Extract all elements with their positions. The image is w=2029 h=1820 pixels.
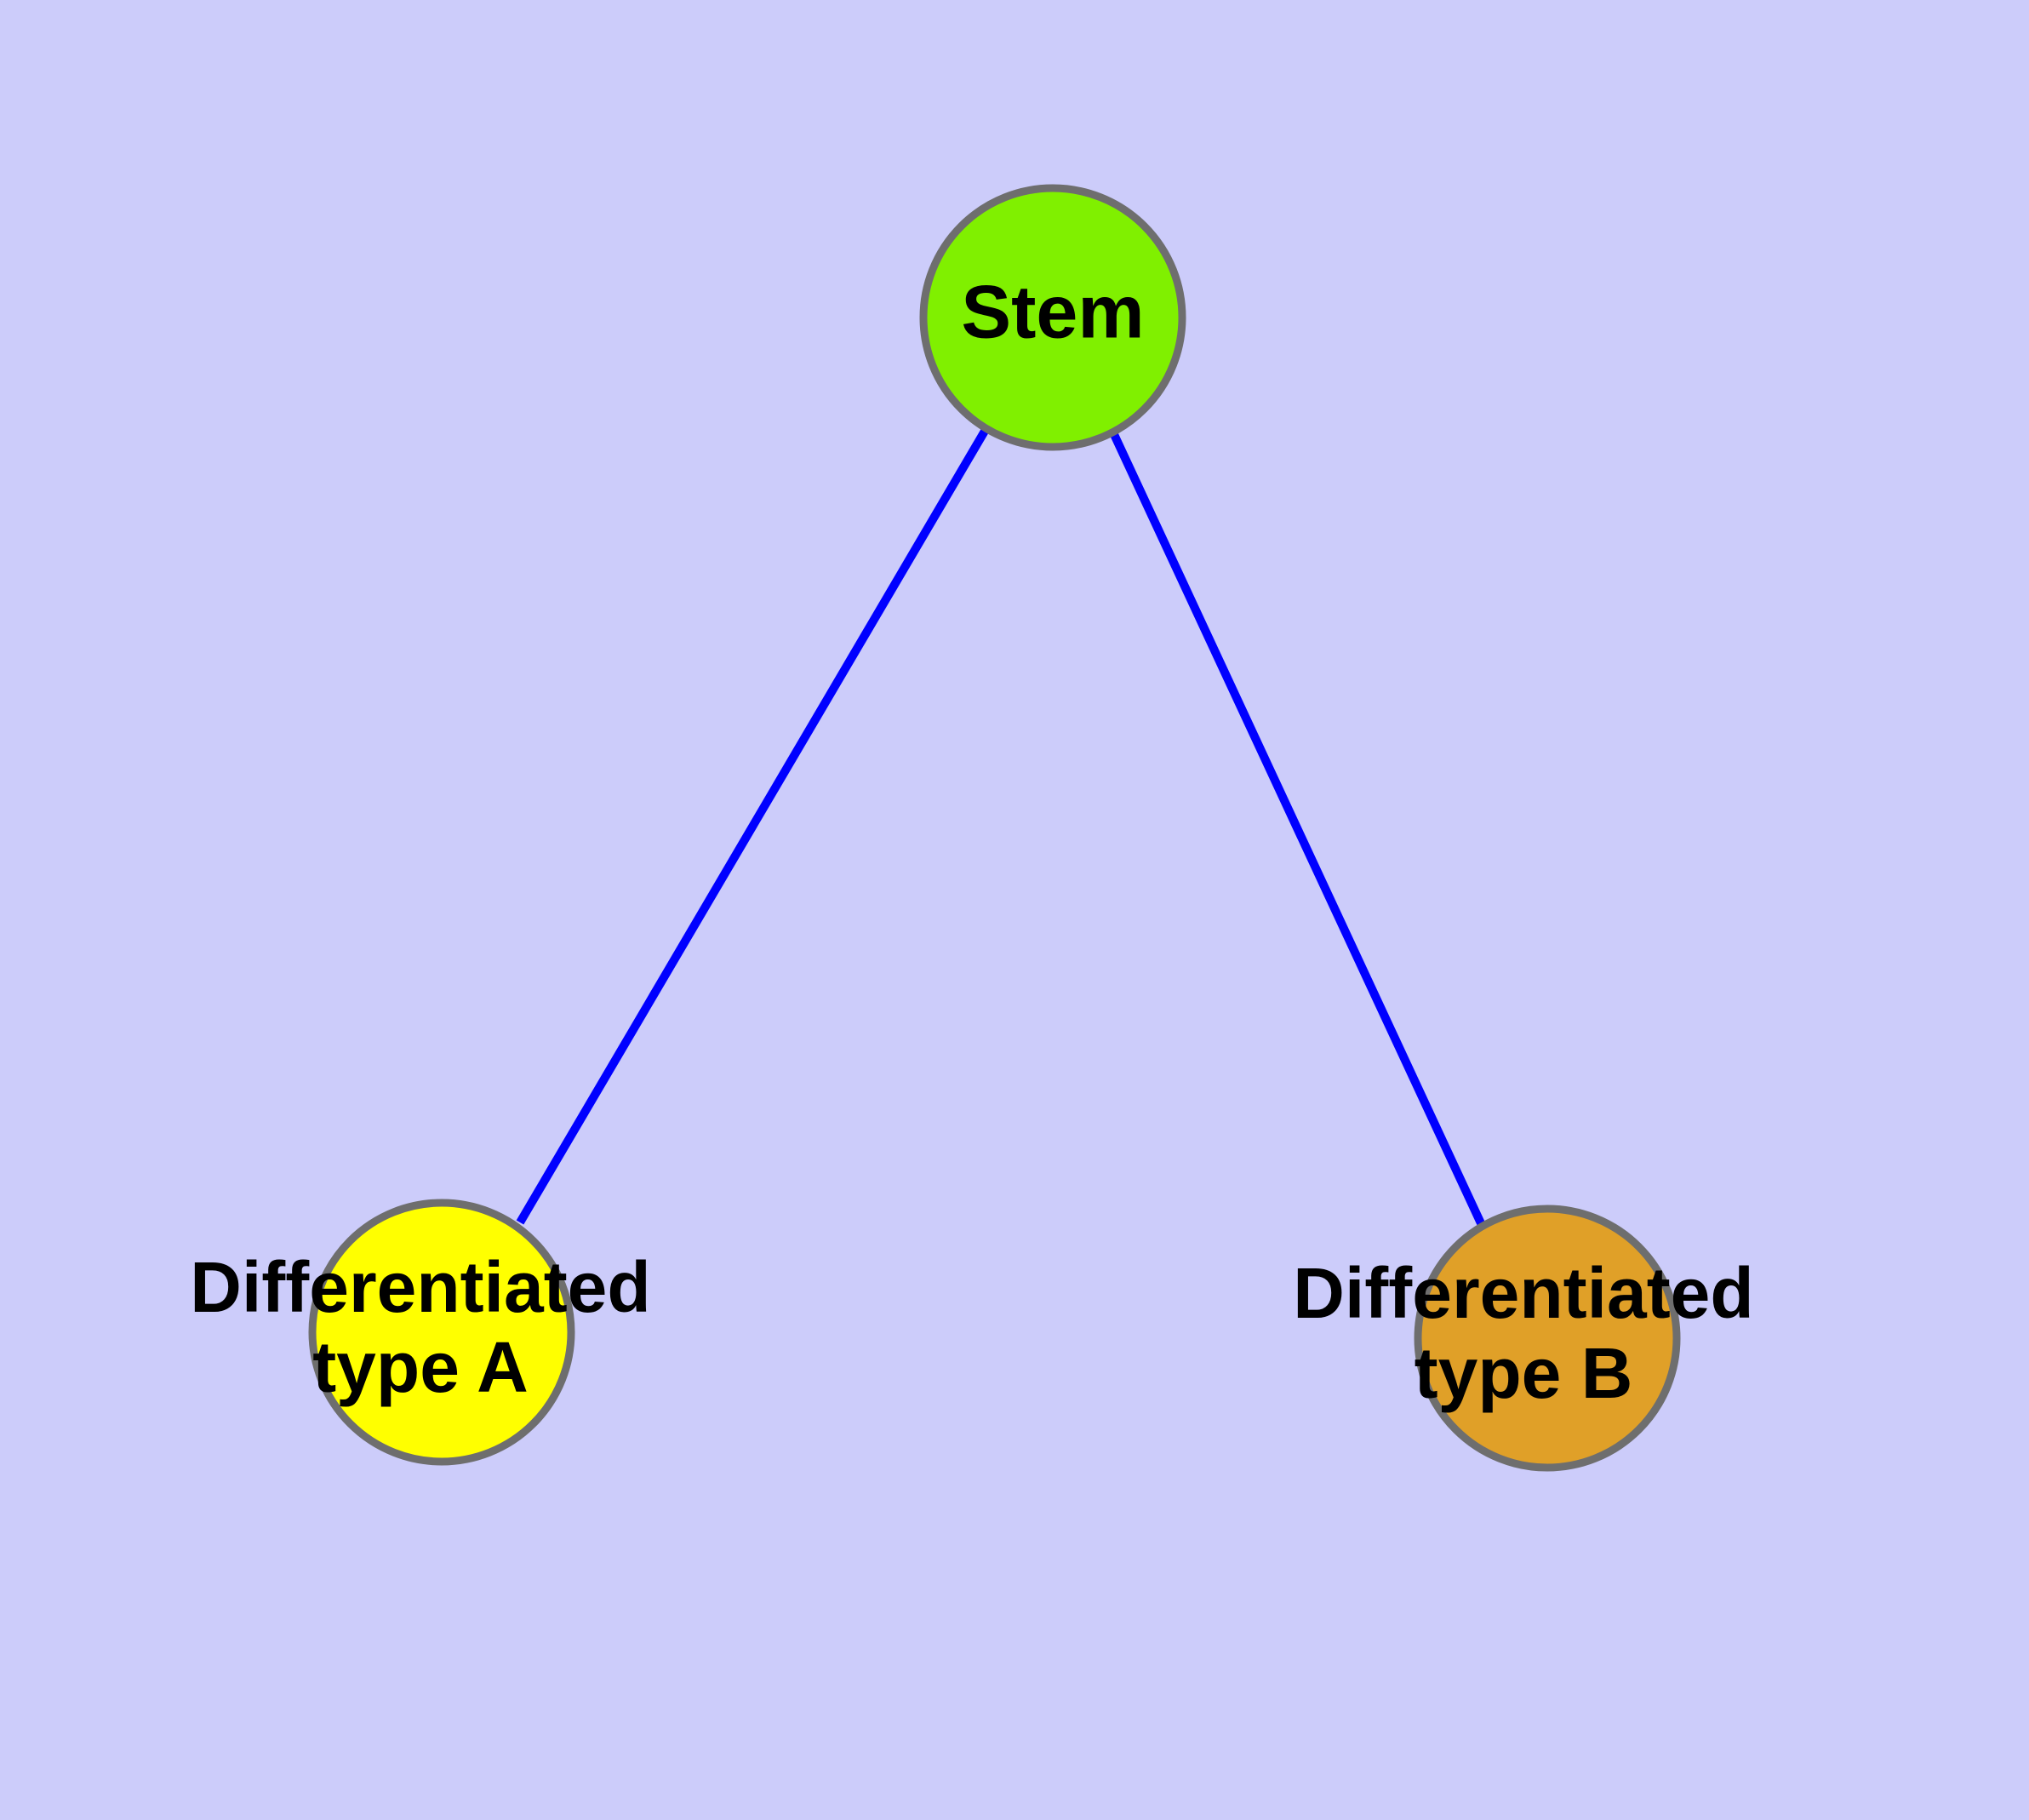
node-label-line1-diff-type-a: Differentiated bbox=[190, 1247, 650, 1327]
node-label-stem: Stem bbox=[961, 269, 1144, 353]
node-circle-stem[interactable] bbox=[919, 184, 1186, 451]
node-circle-diff-type-b[interactable] bbox=[1414, 1205, 1681, 1472]
graph-edge-stem-to-type-b[interactable] bbox=[1108, 428, 1485, 1226]
graph-edge-stem-to-type-a[interactable] bbox=[516, 426, 991, 1225]
graph-node-stem[interactable]: Stem bbox=[919, 184, 1186, 451]
node-label-line2-diff-type-b: type B bbox=[1415, 1333, 1633, 1413]
node-label-line1-diff-type-b: Differentiated bbox=[1293, 1253, 1753, 1333]
node-circle-diff-type-a[interactable] bbox=[308, 1199, 575, 1466]
node-label-line2-diff-type-a: type A bbox=[312, 1327, 529, 1407]
edges-group bbox=[516, 426, 1485, 1226]
